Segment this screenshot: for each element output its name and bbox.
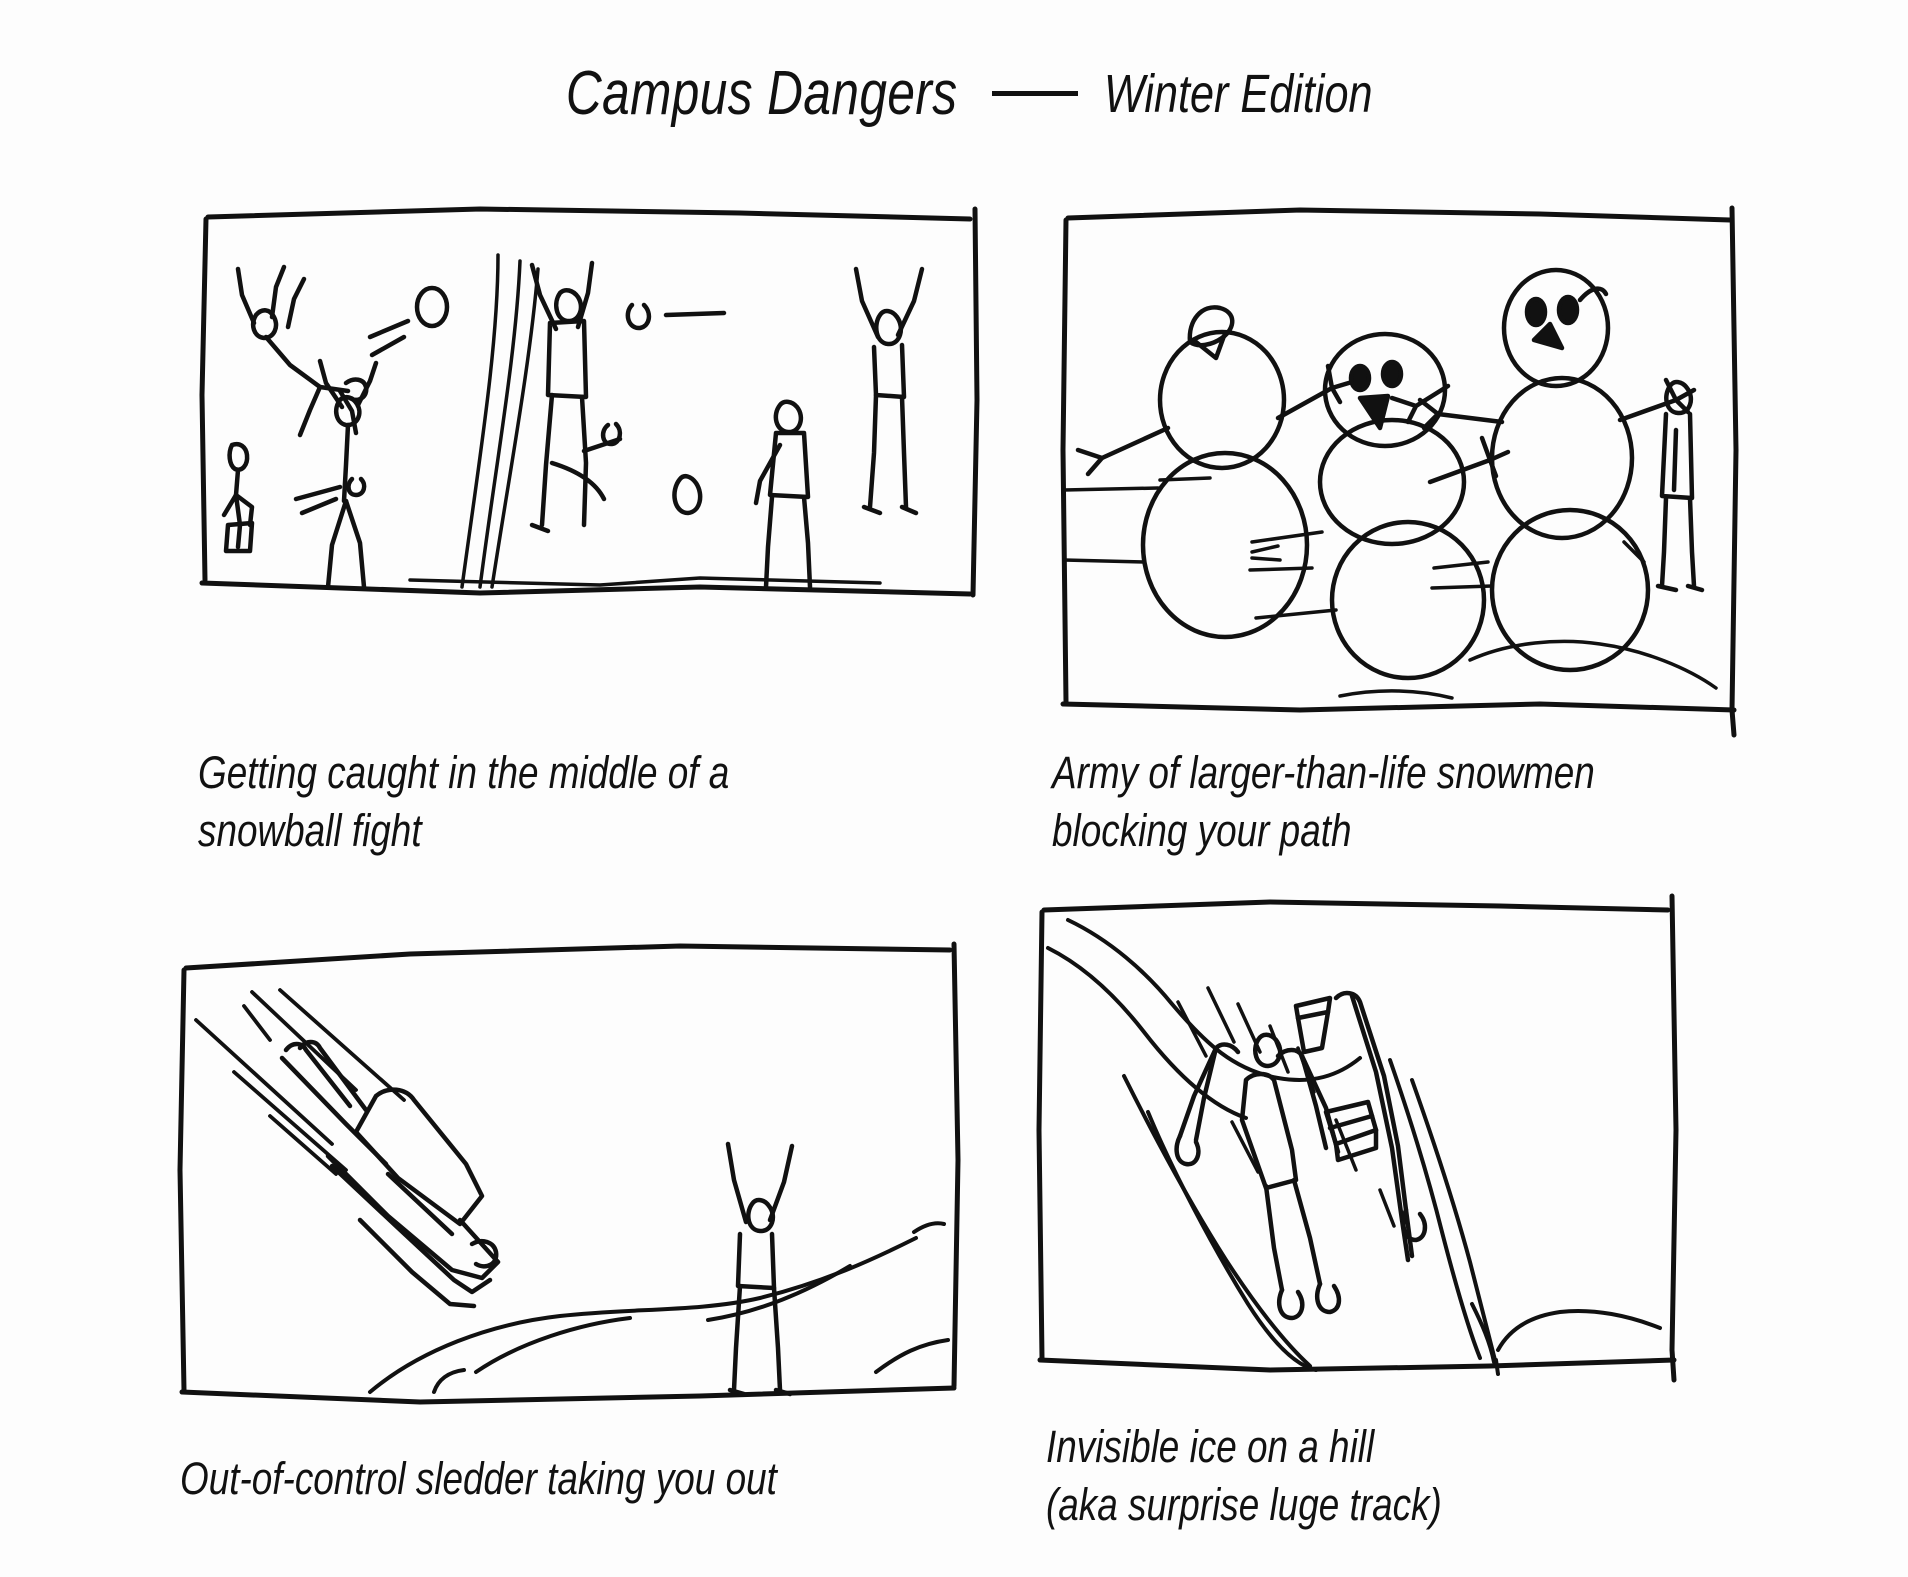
snowball-with-motion-trail [549, 421, 623, 502]
snowman-face-mark [1193, 333, 1227, 361]
caption-panel-4: Invisible ice on a hill (aka surprise lu… [1046, 1421, 1442, 1530]
panel-runaway-sled [160, 920, 980, 1420]
sled-nose [469, 1239, 499, 1269]
snowman-middle-ball [1489, 375, 1635, 541]
panel-border [1036, 893, 1679, 1383]
sled-with-rider [279, 1039, 501, 1309]
stick-figure-walking [753, 399, 813, 590]
snowman-hand-left [1075, 447, 1105, 477]
victim-leg-right [771, 1285, 783, 1393]
snowball-with-motion-trail [625, 302, 727, 331]
ground-line [408, 576, 882, 587]
snow-ground-line [1338, 639, 1718, 700]
snowman-eye-right [1380, 359, 1404, 389]
snowman-eye-left [1348, 363, 1372, 393]
snowball-with-motion-trail [293, 476, 367, 516]
snowman-head-ball [1501, 267, 1611, 389]
sled-runner-front [325, 1153, 501, 1281]
hill-slope-line [368, 1221, 950, 1394]
page-title: Campus Dangers Winter Edition [0, 58, 1908, 129]
snowman-center [1248, 331, 1511, 681]
panel-border [1060, 205, 1739, 738]
snowman-bottom-ball [1489, 507, 1651, 673]
panel-border [177, 941, 961, 1405]
snowman-middle-ball [1317, 417, 1467, 547]
hill-ridge-lines [1046, 918, 1662, 1376]
slider-leg-left [1263, 1183, 1285, 1293]
slider-leg-right [1291, 1177, 1323, 1287]
snowball-with-motion-trail [367, 285, 450, 358]
slider-boot-left [1277, 1287, 1305, 1321]
stick-figure-person-small [1655, 379, 1705, 593]
snowman-head-ball [1157, 329, 1287, 471]
snowman-bottom-ball [1329, 519, 1487, 681]
snowman-arm-right [1617, 377, 1697, 423]
person-sliding-on-back [1174, 1032, 1342, 1321]
panel-giant-snowmen [1040, 190, 1750, 750]
victim-foot-right [773, 1387, 793, 1397]
ice-streak-lines [1176, 986, 1396, 1228]
flying-coffee-cup [1293, 995, 1333, 1055]
snowman-eye-right [1556, 294, 1580, 326]
snowman-head-tuft [1577, 286, 1609, 303]
caption-panel-2: Army of larger-than-life snowmen blockin… [1052, 747, 1595, 856]
stick-figure-falling-backwards [235, 264, 369, 438]
snowman-eye-left [1524, 296, 1548, 328]
panel-snowball-fight [180, 195, 990, 615]
sled-deck [353, 1087, 485, 1227]
snowman-arm-left [1417, 397, 1505, 431]
sled-base [357, 1217, 477, 1309]
victim-leg-left [731, 1283, 743, 1393]
slider-torso [1239, 1071, 1299, 1191]
victim-foot-left [727, 1387, 747, 1397]
stick-figure-center-standing [529, 260, 595, 534]
victim-head [746, 1197, 776, 1234]
snowman-left [1062, 305, 1355, 640]
snowman-arm-right [1427, 435, 1511, 485]
snowman-nose [1357, 393, 1391, 431]
victim-arm-left [725, 1141, 749, 1225]
victim-arm-right [767, 1143, 795, 1223]
stick-figure-small-left [221, 441, 255, 554]
snowman-arm-left [1099, 425, 1171, 461]
stick-figure-arms-up-thrower [317, 358, 379, 590]
stick-figure-arms-up-right [853, 266, 925, 516]
panel-border [199, 206, 980, 598]
rider-arm-2 [297, 1039, 369, 1113]
snowman-hat [1187, 305, 1235, 348]
flying-book [1323, 1099, 1379, 1163]
title-main-text: Campus Dangers [566, 59, 958, 128]
rider-arm [283, 1041, 353, 1109]
title-separator-rule [991, 91, 1078, 96]
title-subtitle-text: Winter Edition [1103, 63, 1373, 124]
slider-hand-left [1174, 1133, 1201, 1167]
snowman-nose [1531, 321, 1565, 351]
caption-panel-3: Out-of-control sledder taking you out [180, 1453, 777, 1504]
sled-runner-back [329, 1163, 493, 1295]
stick-figure-arms-up-victim [725, 1141, 795, 1397]
caption-panel-1: Getting caught in the middle of a snowba… [198, 747, 730, 856]
flying-bag [1333, 990, 1428, 1263]
path-lines [460, 253, 540, 589]
snowman-head-ball [1322, 331, 1448, 449]
slider-boot-right [1315, 1281, 1342, 1315]
sled-rail [385, 1171, 455, 1237]
snowman-hand-right [1325, 363, 1355, 405]
slider-arm-left-2 [1193, 1045, 1219, 1143]
snowman-right-tall [1417, 267, 1697, 673]
snowball-low-center [672, 473, 703, 516]
victim-torso [735, 1231, 777, 1291]
panel-icy-hill [1020, 880, 1710, 1400]
snowman-bottom-ball [1140, 450, 1310, 640]
speed-lines [194, 988, 406, 1176]
